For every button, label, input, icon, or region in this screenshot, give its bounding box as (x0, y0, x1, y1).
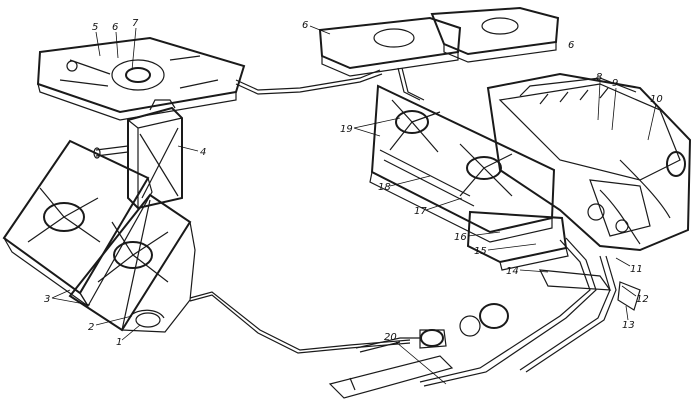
engine-block (419, 72, 692, 387)
top-left-tank (36, 36, 383, 121)
callout-5: 5 (92, 22, 98, 33)
pump-units (328, 269, 641, 399)
callout-17: 17 (414, 206, 427, 217)
callout-14: 14 (506, 266, 519, 277)
callout-2: 2 (88, 322, 94, 333)
callout-12: 12 (636, 294, 649, 305)
callout-16: 16 (454, 232, 467, 243)
callout-6: 6 (112, 22, 118, 33)
callout-9: 9 (612, 78, 618, 89)
filter-box (93, 99, 183, 210)
callout-20: 20 (384, 332, 397, 343)
side-tank (369, 84, 569, 271)
callout-3: 3 (44, 294, 50, 305)
callout-15: 15 (474, 246, 487, 257)
callout-6c: 6 (568, 40, 574, 51)
callout-6b: 6 (302, 20, 308, 31)
callout-labels: 1 2 3 4 5 6 7 6 6 8 9 10 11 12 13 14 15 … (44, 18, 663, 348)
callout-8: 8 (596, 72, 602, 83)
callout-10: 10 (650, 94, 663, 105)
callout-13: 13 (622, 320, 635, 331)
callout-1: 1 (116, 337, 122, 348)
leader-lines (51, 25, 657, 385)
callout-19: 19 (340, 124, 353, 135)
front-left-tank (2, 139, 411, 354)
callout-11: 11 (630, 264, 643, 275)
top-right-tanks (318, 6, 560, 101)
callout-7: 7 (132, 18, 139, 29)
callout-4: 4 (200, 147, 206, 158)
callout-18: 18 (378, 182, 391, 193)
